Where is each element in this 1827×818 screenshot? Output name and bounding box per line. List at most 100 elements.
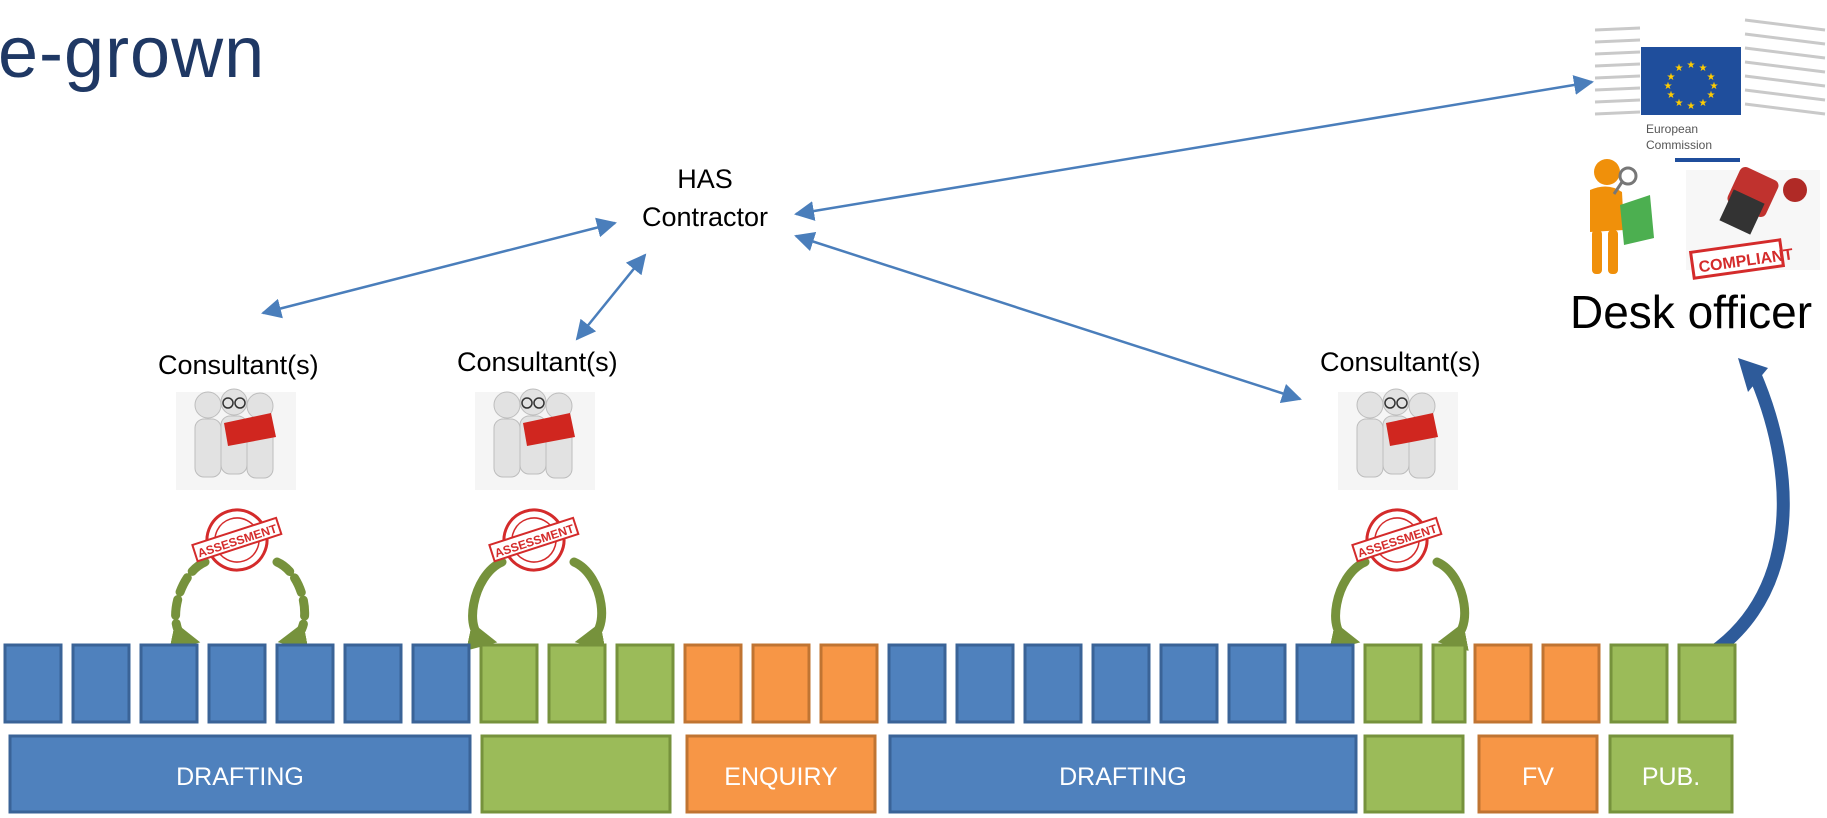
svg-text:★: ★ <box>1687 101 1696 112</box>
timeline-square <box>343 643 403 724</box>
timeline-square <box>411 643 471 724</box>
svg-text:★: ★ <box>1699 63 1708 74</box>
timeline-square <box>1541 643 1601 724</box>
timeline-square <box>547 643 607 724</box>
arrow-contractor-consultant-3 <box>794 232 1302 403</box>
glasses <box>222 397 234 409</box>
phase-bar <box>1363 734 1465 814</box>
arrow-contractor-commission <box>794 75 1594 221</box>
svg-text:★: ★ <box>1675 63 1684 74</box>
assessment-stamp-icon: ASSESSMENT <box>1351 508 1443 572</box>
figure-head <box>1356 391 1384 419</box>
has-contractor-label: HAS Contractor <box>600 160 810 236</box>
glasses <box>533 397 545 409</box>
figure-body <box>493 418 521 478</box>
phase-bar-label: ENQUIRY <box>724 763 838 791</box>
svg-text:★: ★ <box>1667 90 1676 101</box>
timeline-square <box>1091 643 1151 724</box>
timeline-square <box>1431 643 1467 724</box>
consultant-figure-icon <box>1338 388 1458 490</box>
phase-bar-label: DRAFTING <box>1059 763 1187 791</box>
timeline-square <box>1023 643 1083 724</box>
loop-arc-right <box>1432 557 1470 651</box>
loop-arc-left <box>169 557 210 651</box>
figure-head <box>220 388 248 416</box>
phase-bar-rect <box>1608 734 1734 814</box>
phase-bar: PUB. <box>1608 734 1734 814</box>
arrow-contractor-consultant-2 <box>575 253 647 341</box>
glasses <box>521 397 533 409</box>
logo-line-2: Commission <box>1646 138 1712 152</box>
timeline-square <box>71 643 131 724</box>
consultant-label-2: Consultant(s) <box>457 347 618 377</box>
figure-head <box>493 391 521 419</box>
timeline-square <box>887 643 947 724</box>
phase-bar: FV <box>1477 734 1599 814</box>
loop-arc-right <box>569 557 607 651</box>
phase-bar-rect <box>480 734 672 814</box>
contractor-line-1: HAS <box>677 164 733 194</box>
timeline-square <box>955 643 1015 724</box>
loop-arc-left <box>1329 557 1370 651</box>
figure-head <box>194 391 222 419</box>
timeline-square <box>1295 643 1355 724</box>
arrow-publication-to-desk-officer <box>1683 368 1790 673</box>
consultant-figure-icon <box>176 388 296 490</box>
phase-bar-rect <box>685 734 877 814</box>
red-book <box>523 413 575 446</box>
figure-head <box>1382 388 1410 416</box>
svg-text:★: ★ <box>1667 72 1676 83</box>
svg-text:★: ★ <box>1687 60 1696 71</box>
phase-bar: DRAFTING <box>888 734 1358 814</box>
glasses <box>234 397 246 409</box>
phase-bar-label: FV <box>1522 763 1554 791</box>
phase-bar: ENQUIRY <box>685 734 877 814</box>
figure-body <box>1356 418 1384 478</box>
phase-bar <box>480 734 672 814</box>
assessment-loop: ASSESSMENT <box>466 508 607 651</box>
svg-text:★: ★ <box>1707 90 1716 101</box>
desk-officer-figure-icon <box>1590 159 1654 274</box>
contractor-line-2: Contractor <box>641 202 769 232</box>
compliant-stamp-icon: COMPLIANT <box>1686 166 1820 280</box>
timeline-square <box>139 643 199 724</box>
phase-bar-rect <box>888 734 1358 814</box>
svg-text:★: ★ <box>1664 81 1673 92</box>
page-title: e-grown <box>0 13 266 93</box>
red-book <box>1386 413 1438 446</box>
timeline-square <box>1473 643 1533 724</box>
red-book <box>224 413 276 446</box>
glasses <box>1384 397 1396 409</box>
svg-text:★: ★ <box>1710 81 1719 92</box>
consultant-label-1: Consultant(s) <box>158 350 319 380</box>
stamp-banner <box>1351 516 1443 563</box>
timeline-square <box>3 643 63 724</box>
assessment-stamp-icon: ASSESSMENT <box>191 508 283 572</box>
phase-bar-rect <box>8 734 472 814</box>
timeline-square <box>207 643 267 724</box>
timeline-square <box>1227 643 1287 724</box>
phase-bar: DRAFTING <box>8 734 472 814</box>
svg-text:★: ★ <box>1699 98 1708 109</box>
timeline-square <box>1609 643 1669 724</box>
svg-text:★: ★ <box>1707 72 1716 83</box>
loop-arc-left <box>466 557 507 651</box>
timeline-square <box>683 643 743 724</box>
consultant-figure-icon <box>475 388 595 490</box>
arrow-publication-head <box>1738 358 1768 392</box>
phase-bar-label: DRAFTING <box>176 763 304 791</box>
phase-bar-rect <box>1477 734 1599 814</box>
desk-officer-label: Desk officer <box>1570 286 1813 338</box>
loop-arc-right <box>272 557 310 651</box>
phase-bar-label: PUB. <box>1642 763 1700 791</box>
timeline-square <box>1363 643 1423 724</box>
european-commission-logo: ★★★ ★★★ ★★★ ★★★ European Commission <box>1594 18 1826 162</box>
glasses <box>1396 397 1408 409</box>
consultant-label-3: Consultant(s) <box>1320 347 1481 377</box>
timeline-square <box>479 643 539 724</box>
svg-text:★: ★ <box>1675 98 1684 109</box>
timeline-square <box>275 643 335 724</box>
timeline-square <box>1159 643 1219 724</box>
logo-line-1: European <box>1646 122 1698 136</box>
